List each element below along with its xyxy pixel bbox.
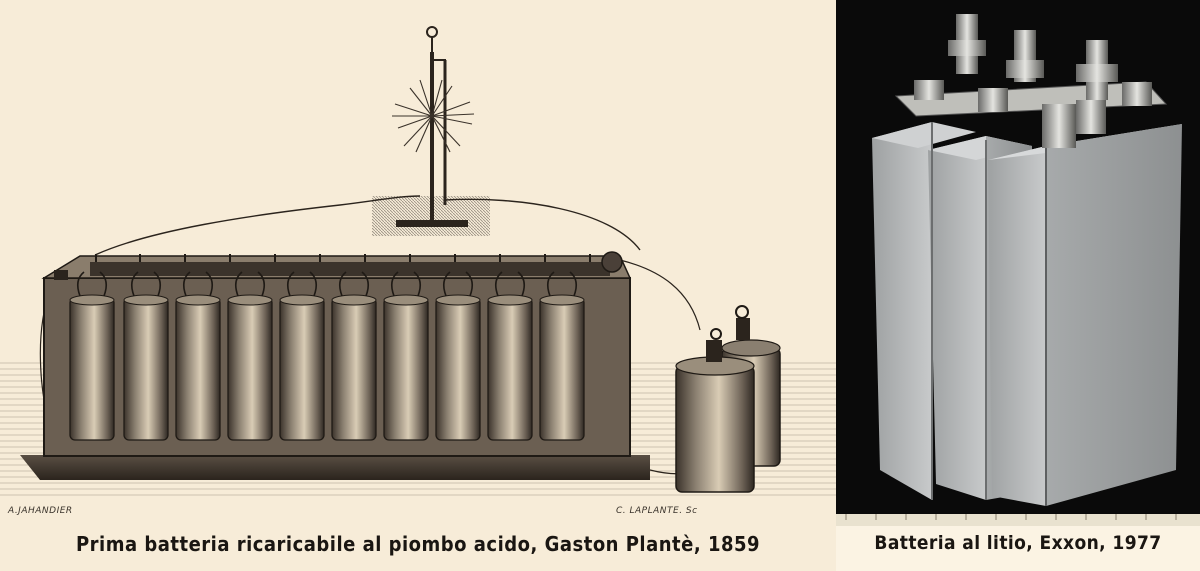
lead-acid-cell-bank xyxy=(20,251,650,480)
glass-cell xyxy=(227,271,273,441)
glass-cell xyxy=(487,271,533,441)
glass-cell xyxy=(435,271,481,441)
glass-cell xyxy=(69,271,115,441)
glass-cell xyxy=(539,271,585,441)
plante-battery-engraving xyxy=(0,26,836,500)
right-caption: Batteria al litio, Exxon, 1977 xyxy=(874,532,1162,554)
glass-cell xyxy=(383,271,429,441)
secondary-cells xyxy=(675,305,781,493)
left-caption: Prima batteria ricaricabile al piombo ac… xyxy=(75,532,761,556)
glass-cell xyxy=(123,271,169,441)
engraver-signature-right: C. LAPLANTE. Sc xyxy=(616,506,698,516)
glass-cell xyxy=(175,271,221,441)
engraver-signature-left: A.JAHANDIER xyxy=(8,506,73,516)
lithium-cell-stack xyxy=(872,122,1182,506)
exxon-lithium-battery-photo xyxy=(836,0,1200,526)
terminal-posts xyxy=(894,14,1168,148)
glow-lamp xyxy=(372,26,490,236)
left-panel: A.JAHANDIER C. LAPLANTE. Sc Prima batter… xyxy=(0,26,836,556)
glass-cell xyxy=(279,271,325,441)
glass-cell xyxy=(331,271,377,441)
right-panel: Batteria al litio, Exxon, 1977 xyxy=(836,0,1200,571)
